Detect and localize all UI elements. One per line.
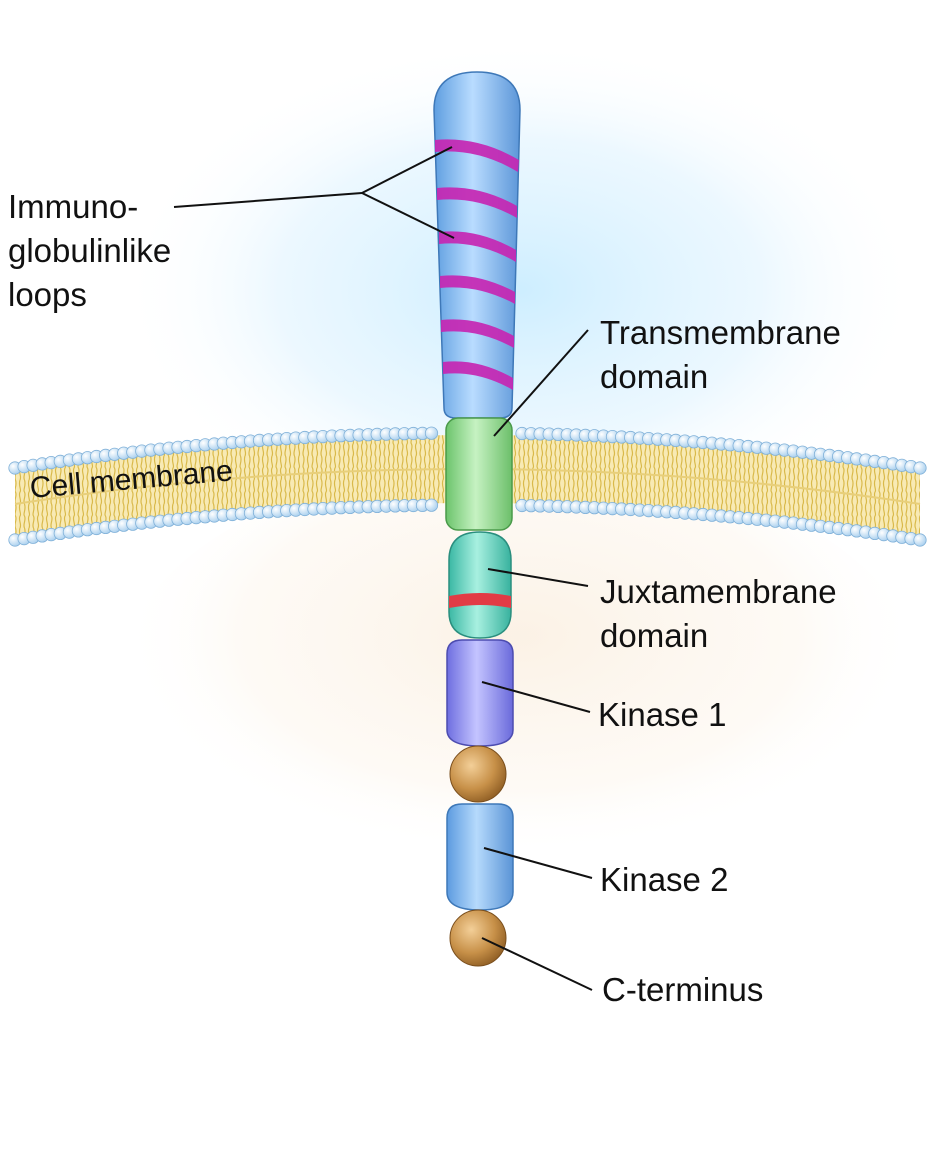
juxtamembrane-leader [487, 568, 589, 587]
ig-loops-label: Immuno- globulinlike loops [8, 185, 171, 317]
juxtamembrane-label-line1: Juxtamembrane [600, 573, 837, 610]
c-terminus-label: C-terminus [602, 971, 764, 1008]
juxtamembrane-domain [448, 531, 512, 639]
membrane-heads-inner [8, 498, 927, 547]
juxtamembrane-label: Juxtamembrane domain [600, 570, 837, 658]
kinase-2-label: Kinase 2 [600, 861, 729, 898]
transmembrane-label-line1: Transmembrane [600, 314, 841, 351]
ig-loop-band [435, 139, 519, 172]
phospholipid-head [913, 533, 927, 547]
kinase-linker-sphere [449, 745, 507, 803]
phospholipid-head [424, 498, 439, 512]
ig-loops-label-line2: globulinlike [8, 232, 172, 269]
kinase-1-label: Kinase 1 [598, 696, 727, 733]
transmembrane-leader [493, 329, 589, 437]
juxtamembrane-band [449, 593, 511, 608]
transmembrane-label: Transmembrane domain [600, 311, 841, 399]
kinase-2-domain [446, 803, 514, 911]
kinase-1-leader [481, 681, 591, 713]
kinase-2-leader [483, 847, 593, 879]
ig-loop-bands [435, 139, 519, 390]
transmembrane-label-line2: domain [600, 358, 709, 395]
ig-loops-leader-lower [361, 192, 455, 239]
ig-loops-label-line1: Immuno- [8, 188, 139, 225]
ig-loops-leader-upper [361, 146, 453, 194]
kinase-1-domain [446, 639, 514, 747]
c-terminus-leader [481, 937, 593, 991]
intracellular-glow [120, 460, 920, 900]
ig-loop-band [441, 319, 514, 348]
juxtamembrane-label-line2: domain [600, 617, 709, 654]
transmembrane-domain [445, 417, 513, 531]
ig-loop-band [437, 187, 517, 218]
membrane-heads-outer [8, 426, 927, 475]
ig-loops-label-line3: loops [8, 276, 87, 313]
leader-lines [173, 146, 593, 991]
ig-loops-leader-main [173, 192, 363, 208]
ig-loop-band [443, 361, 513, 390]
extracellular-glow [120, 40, 920, 540]
receptor [433, 71, 521, 967]
phospholipid-head [913, 461, 927, 475]
c-terminus-sphere [449, 909, 507, 967]
ig-loop-band [440, 275, 515, 304]
phospholipid-head [424, 426, 439, 440]
ig-loop-band [439, 231, 516, 262]
